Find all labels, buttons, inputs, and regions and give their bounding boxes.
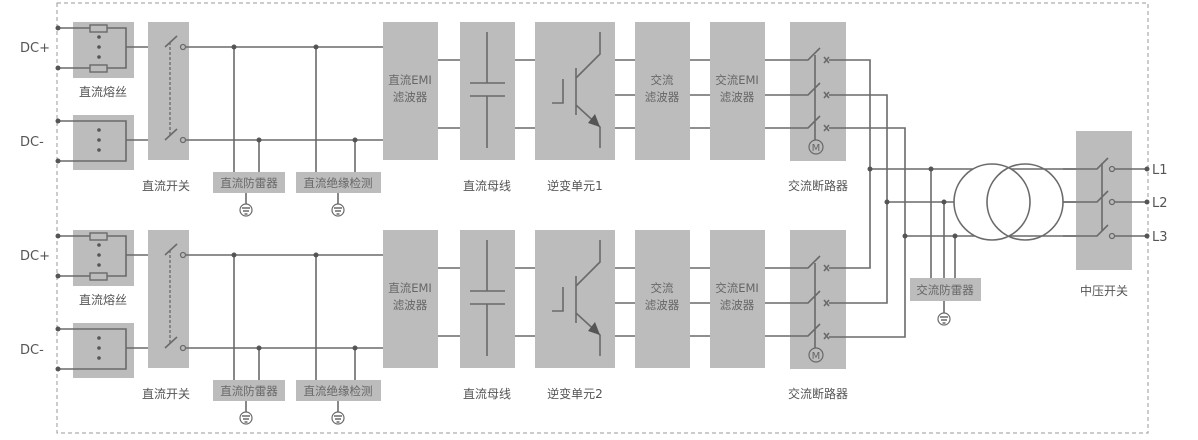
insulation-monitor-block: 直流绝缘检测 — [296, 172, 381, 217]
output-l1: L1 — [1152, 163, 1168, 178]
dc-minus-label: DC- — [20, 343, 44, 358]
insulation-monitor-block: 直流绝缘检测 — [296, 380, 381, 425]
mv-switch-block: 中压开关 — [1063, 131, 1147, 298]
motor-label: M — [812, 351, 821, 362]
ac-filter-label-2: 滤波器 — [645, 90, 680, 104]
fuse-label: 直流熔丝 — [79, 292, 127, 307]
fuse-icon — [89, 232, 108, 241]
ac-filter-block: 交流 滤波器 — [635, 230, 690, 368]
transformer-icon — [953, 163, 1064, 241]
fuse-icon — [89, 272, 108, 281]
dc-bus-label: 直流母线 — [463, 179, 511, 193]
fuse-icon — [89, 24, 108, 33]
ac-spd-label: 交流防雷器 — [916, 283, 974, 297]
motor-icon: M — [808, 139, 824, 155]
dc-fuse-block: 直流熔丝 — [55, 230, 165, 378]
ac-filter-label-1: 交流 — [651, 73, 674, 87]
dc-emi-label-1: 直流EMI — [388, 73, 432, 87]
dc-spd-label: 直流防雷器 — [220, 384, 278, 398]
capacitor-icon — [470, 240, 505, 356]
igbt-icon — [552, 240, 601, 356]
dc-plus-label: DC+ — [20, 41, 50, 56]
ac-filter-label-2: 滤波器 — [645, 298, 680, 312]
output-l3: L3 — [1152, 230, 1168, 245]
dc-switch-label: 直流开关 — [142, 387, 190, 401]
inverter-label: 逆变单元2 — [547, 386, 603, 401]
ac-breaker-label: 交流断路器 — [788, 178, 848, 193]
ac-filter-label-1: 交流 — [651, 281, 674, 295]
ac-breaker-block: M 交流断路器 — [765, 230, 848, 401]
ac-breaker-label: 交流断路器 — [788, 386, 848, 401]
dc-switch-label: 直流开关 — [142, 179, 190, 193]
motor-label: M — [812, 143, 821, 154]
ac-filter-block: 交流 滤波器 — [635, 22, 690, 160]
insulation-monitor-label: 直流绝缘检测 — [304, 176, 373, 190]
capacitor-icon — [470, 32, 505, 148]
converter-branch: DC+ DC- 直流熔丝 直流开关 — [20, 230, 848, 425]
inverter-block: 逆变单元2 — [535, 230, 615, 401]
output-l2: L2 — [1152, 196, 1168, 211]
dc-emi-filter-block: 直流EMI 滤波器 — [383, 230, 438, 368]
ac-emi-filter-block: 交流EMI 滤波器 — [710, 230, 765, 368]
dc-spd-block: 直流防雷器 — [213, 172, 285, 217]
igbt-icon — [552, 32, 601, 148]
dc-switch-block: 直流开关 — [142, 22, 190, 193]
ac-emi-label-1: 交流EMI — [715, 281, 759, 295]
ac-spd-block: 交流防雷器 — [910, 278, 981, 326]
ground-icon — [331, 193, 345, 217]
ac-emi-filter-block: 交流EMI 滤波器 — [710, 22, 765, 160]
dc-bus-block: 直流母线 — [460, 230, 515, 401]
ground-icon — [331, 401, 345, 425]
fuse-icon — [89, 64, 108, 73]
dc-bus-block: 直流母线 — [460, 22, 515, 193]
ground-icon — [239, 401, 253, 425]
dc-emi-label-2: 滤波器 — [393, 298, 428, 312]
mv-switch-label: 中压开关 — [1080, 283, 1128, 298]
dc-emi-label-1: 直流EMI — [388, 281, 432, 295]
dc-emi-filter-block: 直流EMI 滤波器 — [383, 22, 438, 160]
ground-icon — [239, 193, 253, 217]
ac-breaker-block: M 交流断路器 — [765, 22, 848, 193]
dc-minus-label: DC- — [20, 135, 44, 150]
dc-bus-label: 直流母线 — [463, 387, 511, 401]
system-boundary — [56, 2, 1149, 434]
ac-emi-label-2: 滤波器 — [720, 298, 755, 312]
dc-fuse-block: 直流熔丝 — [55, 22, 165, 170]
inverter-label: 逆变单元1 — [547, 178, 603, 193]
ac-emi-label-1: 交流EMI — [715, 73, 759, 87]
motor-icon: M — [808, 347, 824, 363]
ac-emi-label-2: 滤波器 — [720, 90, 755, 104]
insulation-monitor-label: 直流绝缘检测 — [304, 384, 373, 398]
inverter-block: 逆变单元1 — [535, 22, 615, 193]
dc-spd-block: 直流防雷器 — [213, 380, 285, 425]
dc-plus-label: DC+ — [20, 249, 50, 264]
ground-icon — [937, 301, 951, 326]
dc-spd-label: 直流防雷器 — [220, 176, 278, 190]
fuse-label: 直流熔丝 — [79, 84, 127, 99]
converter-branch: DC+ DC- 直流熔丝 直流开关 — [20, 22, 848, 217]
dc-switch-block: 直流开关 — [142, 230, 190, 401]
dc-emi-label-2: 滤波器 — [393, 90, 428, 104]
